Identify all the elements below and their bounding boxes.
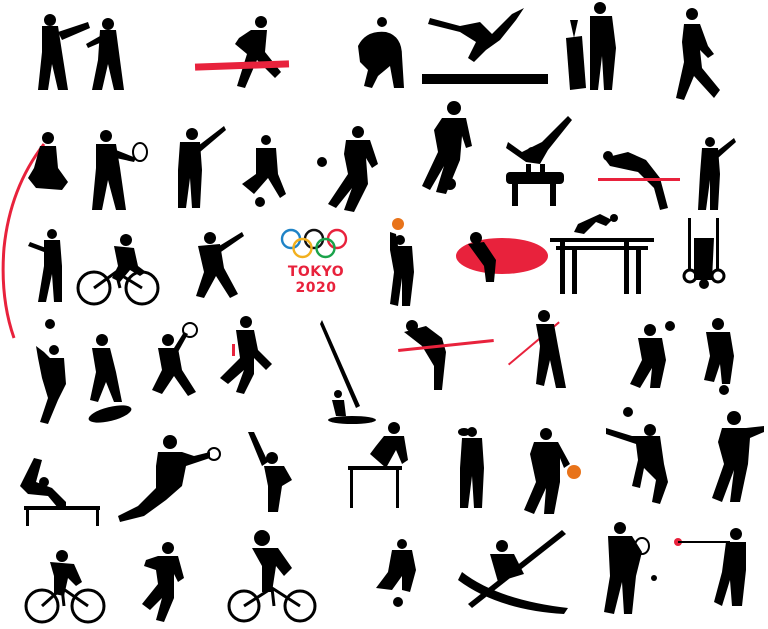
- ring-yellow: [292, 237, 313, 259]
- pommel-horse-silhouette: [502, 112, 574, 208]
- female-runner-silhouette: [214, 314, 280, 396]
- tennis-player-2-silhouette: [598, 516, 660, 616]
- tokyo-2020-title: TOKYO 2020: [287, 264, 345, 296]
- windsurfer-silhouette: [316, 320, 378, 428]
- kayaker-silhouette: [458, 524, 574, 616]
- surfer-silhouette: [82, 332, 132, 424]
- soccer-dribbler-silhouette: [696, 316, 740, 396]
- tennis-player-silhouette: [86, 128, 150, 212]
- parallel-bars-silhouette: [550, 212, 654, 296]
- gymnast-bar-silhouette: [14, 452, 102, 528]
- tennis-serve-silhouette: [146, 322, 202, 398]
- ring-red: [326, 228, 348, 250]
- wrestler-red-mat-silhouette: [454, 226, 552, 284]
- golfer-finish-silhouette: [694, 134, 738, 212]
- road-cyclist-silhouette: [24, 548, 106, 624]
- high-jump-red-bar-silhouette: [398, 316, 494, 392]
- hurdler-red-bar-silhouette: [194, 14, 291, 90]
- golfer-with-bag-silhouette: [562, 0, 622, 92]
- basketball-shooter-silhouette: [382, 216, 422, 308]
- goalkeeper-silhouette: [114, 430, 224, 526]
- ring-black: [303, 228, 325, 250]
- golfer-swing-silhouette: [166, 122, 228, 210]
- karate-kick-silhouette: [242, 430, 298, 514]
- javelin-thrower-silhouette: [500, 306, 576, 390]
- runner-silhouette: [672, 6, 734, 102]
- taekwondo-pair-silhouette: [28, 12, 128, 92]
- ring-blue: [280, 228, 302, 250]
- gymnast-balance-beam-silhouette: [420, 4, 550, 86]
- high-jumper-silhouette: [598, 148, 680, 214]
- pole-vaulter-silhouette: [0, 128, 70, 340]
- rugby-runner-silhouette: [700, 408, 766, 504]
- basketball-player-silhouette: [414, 100, 476, 196]
- volleyball-player-silhouette: [30, 318, 74, 426]
- football-player-silhouette: [620, 318, 682, 390]
- soccer-girl-silhouette: [372, 538, 424, 610]
- ring-green: [315, 237, 336, 259]
- rugby-player-silhouette: [452, 424, 492, 510]
- soccer-kick-silhouette: [232, 134, 290, 210]
- bmx-rider-silhouette: [222, 526, 322, 624]
- hammer-thrower-silhouette: [672, 522, 750, 608]
- olympic-rings-icon: [280, 228, 348, 262]
- soccer-player-silhouette: [314, 124, 386, 214]
- hurdles-athlete-silhouette: [346, 420, 420, 510]
- volleyball-spike-silhouette: [602, 404, 682, 508]
- sprinter-silhouette: [136, 540, 192, 624]
- basketball-dribbler-silhouette: [516, 424, 586, 516]
- baseball-batter-silhouette: [176, 228, 246, 300]
- cyclist-silhouette: [76, 232, 160, 308]
- rings-gymnast-silhouette: [680, 218, 728, 294]
- crouching-runner-silhouette: [352, 16, 408, 90]
- golfer-address-silhouette: [28, 226, 72, 304]
